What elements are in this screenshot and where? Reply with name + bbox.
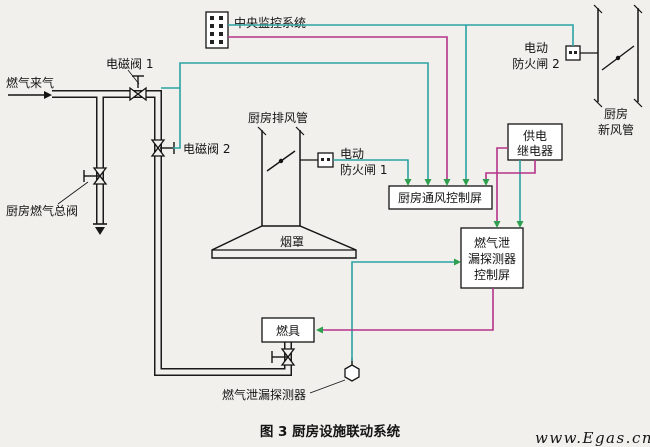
arrow-down-icon	[482, 179, 490, 186]
fire-damper-2-label-line2: 防火闸 2	[512, 56, 559, 71]
power-relay-label-line2: 继电器	[517, 144, 553, 158]
exhaust-duct-label: 厨房排风管	[248, 110, 308, 125]
power-relay-label-line1: 供电	[523, 129, 547, 143]
leader-line	[309, 379, 346, 394]
signal-monitor-to-vent-panel-2	[228, 36, 448, 182]
signal-lines-magenta	[228, 36, 536, 331]
leader-line	[57, 181, 89, 205]
arrow-down-icon	[424, 179, 432, 186]
gas-leak-detector-icon	[344, 358, 360, 382]
signal-detector-to-leak-panel	[351, 261, 457, 361]
solenoid-valve-2-label: 电磁阀 2	[183, 141, 230, 156]
fire-damper-1-label-line1: 电动	[340, 147, 364, 161]
power-relay-box	[507, 123, 563, 161]
fresh-air-duct-label-line1: 厨房	[604, 106, 628, 121]
burner-valve-icon	[271, 348, 296, 366]
fresh-damper-blade-icon	[601, 45, 635, 71]
fresh-air-duct	[593, 4, 643, 108]
main-gas-valve-label: 厨房燃气总阀	[6, 203, 78, 218]
fresh-air-duct-label-line2: 新风管	[598, 122, 634, 137]
vent-control-panel-box	[388, 185, 493, 210]
arrow-down-icon	[443, 179, 451, 186]
smoke-hood	[211, 225, 357, 259]
signal-monitor-to-damper2	[228, 24, 574, 46]
fire-damper-1-label-line2: 防火闸 1	[340, 162, 387, 177]
smoke-hood-label: 烟罩	[280, 235, 304, 249]
arrow-right-icon	[44, 91, 52, 99]
gas-inlet-arrow	[8, 91, 52, 99]
burner-box	[261, 317, 315, 343]
main-gas-valve-icon	[83, 167, 108, 185]
central-monitor-label: 中央监控系统	[234, 15, 306, 30]
signal-solenoids-to-vent-panel	[173, 62, 429, 182]
arrow-down-icon	[516, 221, 524, 228]
figure-caption: 图 3 厨房设施联动系统	[260, 423, 401, 440]
leak-control-panel-box	[460, 227, 524, 289]
central-monitor-icon	[205, 11, 229, 49]
solenoid-valve-1-icon	[129, 75, 147, 102]
arrow-left-icon	[316, 326, 323, 334]
exhaust-damper-blade-icon	[266, 150, 296, 172]
leak-control-panel-label-line2: 漏探测器	[468, 252, 516, 266]
signal-relay-to-vent-panel	[485, 160, 536, 182]
gas-leak-detector-label: 燃气泄漏探测器	[222, 387, 306, 402]
arrow-down-icon	[404, 179, 412, 186]
leak-control-panel-label-line1: 燃气泄	[474, 235, 510, 250]
signal-leak-panel-to-burner	[320, 288, 494, 331]
signal-lines-teal	[161, 24, 574, 361]
fire-damper-2-icon	[565, 45, 598, 61]
signal-relay-to-leak-panel-2	[496, 147, 508, 224]
burner-label: 燃具	[276, 323, 300, 338]
arrow-down-icon	[462, 179, 470, 186]
leader-line	[127, 69, 140, 85]
signal-damper1-to-vent-panel	[333, 159, 409, 182]
exhaust-duct	[257, 126, 305, 226]
arrow-down-icon	[493, 221, 501, 228]
signal-arrowheads	[316, 179, 524, 334]
vent-control-panel-label: 厨房通风控制屏	[398, 190, 482, 205]
arrow-right-icon	[454, 258, 461, 266]
gas-inlet-label: 燃气来气	[6, 75, 54, 90]
pipe-end-vent-symbol	[93, 223, 107, 235]
fire-damper-2-label-line1: 电动	[524, 41, 548, 55]
leak-control-panel-label-line3: 控制屏	[474, 268, 510, 282]
solenoid-valve-1-label: 电磁阀 1	[106, 56, 153, 71]
fire-damper-1-icon	[300, 152, 334, 168]
watermark: www.Egas.cn	[535, 429, 650, 447]
